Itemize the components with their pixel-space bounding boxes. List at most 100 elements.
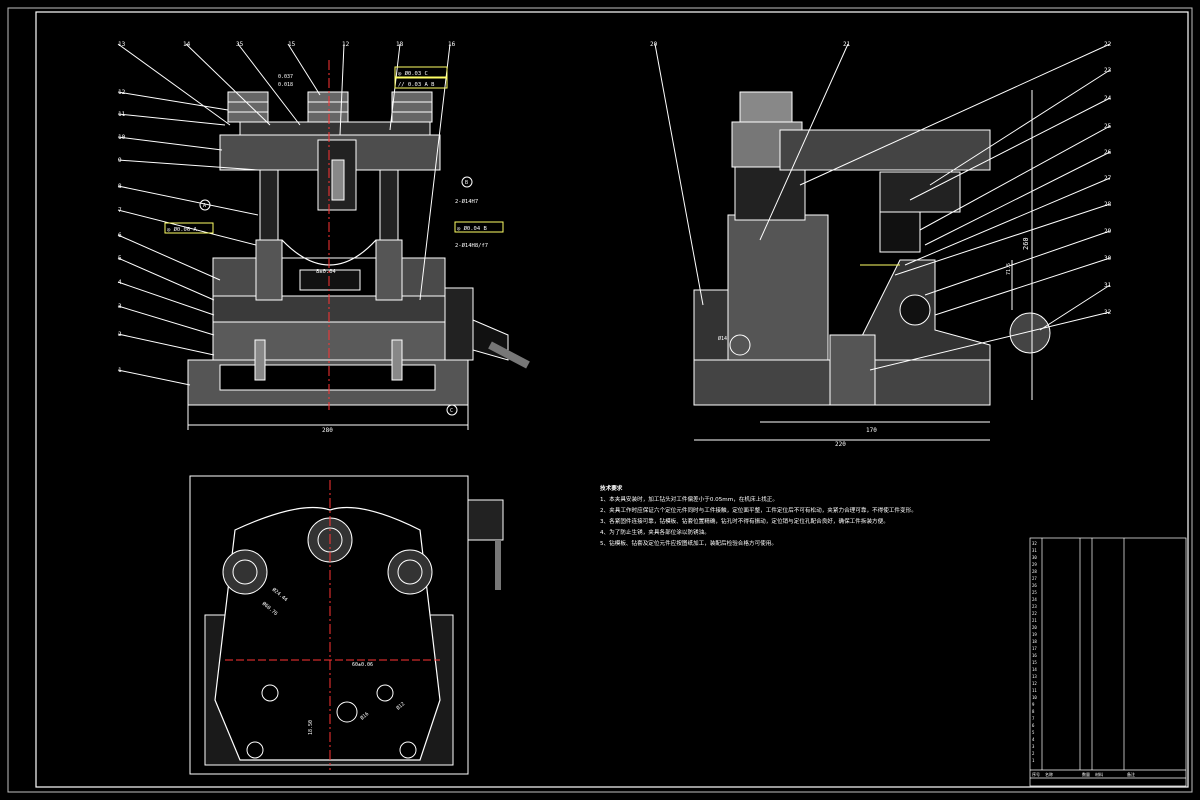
part-number: 10 [118, 134, 126, 141]
part-number: 27 [1104, 175, 1112, 182]
hole-note: Ø14 [718, 335, 727, 342]
front-view [117, 43, 530, 430]
part-number: 30 [1104, 255, 1112, 262]
dimension-label: 260 [1022, 237, 1030, 250]
table-row-number: 24 [1032, 597, 1037, 602]
requirement-line: 4、为了防止生锈，夹具各部位涂以防锈油。 [600, 530, 710, 536]
side-view [654, 43, 1111, 441]
table-row-number: 14 [1032, 667, 1037, 672]
part-number: 6 [118, 232, 122, 239]
table-row-number: 4 [1032, 737, 1035, 742]
table-row-number: 11 [1032, 688, 1037, 693]
part-number: 15 [288, 41, 296, 48]
tolerance-frame: ◎ Ø0.06 A [167, 226, 197, 233]
table-row-number: 25 [1032, 590, 1037, 595]
table-row-number: 9 [1032, 702, 1035, 707]
dimension-label: Ø12 [395, 700, 406, 711]
table-row-number: 3 [1032, 744, 1035, 749]
technical-requirements: 技术要求 1、本夹具安装时，加工钻头对工件偏差小于0.05mm，在机床上找正。 … [600, 484, 1030, 550]
part-number: 22 [1104, 41, 1112, 48]
requirement-line: 2、夹具工作时应保证六个定位元件同时与工件接触，定位面平整，工件定位后不可有松动… [600, 508, 917, 514]
table-row-number: 31 [1032, 548, 1037, 553]
table-row-number: 30 [1032, 555, 1037, 560]
requirement-line: 5、钻模板、钻套及定位元件应按图纸加工，装配后检验合格方可使用。 [600, 541, 777, 547]
fit-note: 8±0.04 [316, 269, 337, 275]
dimension-label: 18.50 [308, 720, 314, 735]
dimension-label: Ø16 [359, 710, 370, 721]
part-number: 12 [118, 89, 126, 96]
table-row-number: 26 [1032, 583, 1037, 588]
dimension-label: 71.5 [1006, 263, 1012, 275]
dimension-label: 60±0.06 [352, 662, 373, 668]
part-number: 5 [118, 255, 122, 262]
requirement-line: 1、本夹具安装时，加工钻头对工件偏差小于0.05mm，在机床上找正。 [600, 497, 778, 503]
table-row-number: 15 [1032, 660, 1037, 665]
table-row-number: 1 [1032, 758, 1035, 763]
table-row-number: 16 [1032, 653, 1037, 658]
part-number: 2 [118, 331, 122, 338]
part-number: 31 [1104, 282, 1112, 289]
table-row-number: 21 [1032, 618, 1037, 623]
part-number: 14 [183, 41, 191, 48]
datum-label: C [450, 408, 453, 414]
part-number: 28 [1104, 201, 1112, 208]
fit-note: 2-Ø14H7 [455, 198, 478, 205]
datum-label: B [465, 180, 468, 186]
part-number: 32 [1104, 309, 1112, 316]
part-number: 23 [1104, 67, 1112, 74]
part-number: 9 [118, 157, 122, 164]
part-number: 26 [1104, 149, 1112, 156]
technical-requirements-title: 技术要求 [600, 486, 623, 492]
table-row-number: 6 [1032, 723, 1035, 728]
datum-label: A [203, 203, 206, 209]
tolerance-frame: ◎ Ø0.04 B [457, 225, 487, 232]
fit-note: 0.037 [278, 74, 293, 80]
tolerance-frame: // 0.03 A B [398, 82, 435, 88]
part-number: 1 [118, 367, 122, 374]
table-row-number: 5 [1032, 730, 1035, 735]
fit-note: 2-Ø14H8/f7 [455, 242, 488, 249]
table-header: 备注 [1127, 771, 1135, 777]
table-row-number: 29 [1032, 562, 1037, 567]
table-row-number: 2 [1032, 751, 1035, 756]
table-row-number: 10 [1032, 695, 1037, 700]
table-row-number: 23 [1032, 604, 1037, 609]
part-number: 12 [342, 41, 350, 48]
part-number: 24 [1104, 95, 1112, 102]
table-row-number: 17 [1032, 646, 1037, 651]
part-number: 3 [118, 303, 122, 310]
table-row-number: 27 [1032, 576, 1037, 581]
part-number: 8 [118, 183, 122, 190]
part-number: 7 [118, 207, 122, 214]
fit-note: 0.018 [278, 82, 293, 88]
table-header: 名称 [1045, 771, 1053, 777]
table-row-number: 20 [1032, 625, 1037, 630]
table-header: 数量 [1082, 771, 1090, 777]
table-row-number: 22 [1032, 611, 1037, 616]
table-header: 序号 [1032, 771, 1040, 777]
part-number: 4 [118, 279, 122, 286]
table-header: 材料 [1095, 771, 1103, 777]
part-number: 16 [448, 41, 456, 48]
table-row-number: 13 [1032, 674, 1037, 679]
table-row-number: 7 [1032, 716, 1035, 721]
dimension-label: 280 [322, 427, 333, 434]
part-number: 25 [1104, 123, 1112, 130]
part-number: 35 [236, 41, 244, 48]
top-view [189, 475, 504, 775]
part-number: 29 [1104, 228, 1112, 235]
part-number: 20 [650, 41, 658, 48]
table-row-number: 18 [1032, 639, 1037, 644]
part-number: 18 [396, 41, 404, 48]
part-number: 21 [843, 41, 851, 48]
table-row-number: 8 [1032, 709, 1035, 714]
requirement-line: 3、各紧固件连接可靠，钻模板、钻套位置精确，钻孔时不得有振动，定位销与定位孔配合… [600, 519, 889, 525]
part-number: 13 [118, 41, 126, 48]
dimension-label: 220 [835, 441, 846, 448]
table-row-number: 32 [1032, 541, 1037, 546]
parts-table [1029, 537, 1187, 787]
tolerance-frame: ◎ Ø0.03 C [398, 70, 428, 77]
table-row-number: 28 [1032, 569, 1037, 574]
dimension-label: 170 [866, 427, 877, 434]
